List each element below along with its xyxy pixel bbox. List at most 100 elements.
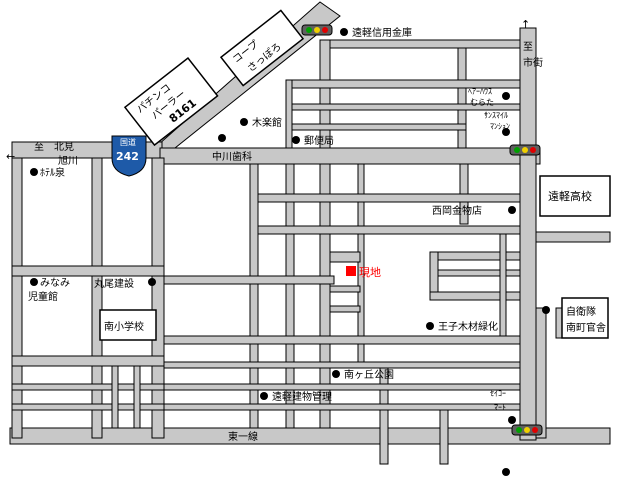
west-road-v5 — [111, 365, 119, 429]
culdesac-h2 — [429, 291, 521, 301]
route-shield-top-label: 国道 — [120, 137, 136, 147]
north-road-v3 — [285, 79, 293, 149]
traffic-signal-south — [511, 424, 543, 436]
center-road-h10 — [329, 305, 361, 313]
signal-lamp — [522, 147, 528, 153]
landmark-sunsmile-label-1: ｻﾝｽﾏｲﾙ — [484, 111, 508, 120]
west-label-1: 至 北見 — [34, 141, 74, 153]
signal-lamp — [306, 27, 312, 33]
landmark-nishioka-label: 西岡金物店 — [432, 204, 482, 217]
landmark-hair-house-label-2: むらた — [470, 98, 494, 107]
west-road-h1 — [11, 265, 165, 277]
center-road-v3 — [319, 163, 331, 429]
engaru-high-school-box: 遠軽高校 — [539, 175, 611, 217]
north-road-v1 — [319, 39, 331, 149]
landmark-shinkin: 遠軽信用金庫 — [340, 26, 412, 39]
landmark-maruo: 丸尾建設 — [94, 277, 156, 290]
north-direction: ↑ 至 市街 — [521, 18, 543, 69]
landmark-dot-icon — [426, 322, 434, 330]
center-road-h1 — [257, 193, 521, 203]
route-shield-icon — [111, 135, 147, 177]
landmark-dot-icon — [30, 168, 38, 176]
street-nakagawa: 中川歯科 — [212, 150, 252, 163]
landmark-shinkin-label: 遠軽信用金庫 — [352, 26, 412, 39]
center-road-h2 — [257, 225, 521, 235]
route-shield-242: 国道 242 — [111, 135, 147, 177]
west-road-c — [151, 157, 165, 439]
landmark-jieitai-dot — [542, 306, 550, 314]
landmark-seiko-label-1: ｾｲｺｰ — [490, 389, 506, 398]
landmark-maruo-label: 丸尾建設 — [94, 277, 134, 290]
landmark-dot-icon — [502, 468, 510, 476]
center-road-v2 — [285, 163, 295, 429]
north-arrow-icon: ↑ — [521, 18, 530, 31]
engaru-high-label: 遠軽高校 — [548, 189, 592, 203]
landmark-dot-icon — [30, 278, 38, 286]
landmark-minami-jidokan-label-2: 児童館 — [28, 290, 58, 303]
landmark-mokurakukan-label: 木楽館 — [252, 116, 282, 129]
landmark-post-office-label: 郵便局 — [304, 134, 334, 147]
signal-lamp — [532, 427, 538, 433]
landmark-nishioka: 西岡金物店 — [432, 204, 516, 217]
culdesac-stub — [437, 269, 521, 277]
landmark-minami-jidokan-label-1: みなみ — [40, 277, 70, 289]
center-road-h9 — [329, 285, 361, 293]
landmark-dot-icon — [508, 416, 516, 424]
landmark-dot-icon — [502, 128, 510, 136]
traffic-signal-east — [509, 144, 541, 156]
signal-lamp — [514, 147, 520, 153]
signal-lamp — [322, 27, 328, 33]
landmark-dot-icon — [148, 278, 156, 286]
signal-lamp — [524, 427, 530, 433]
signal-lamp — [516, 427, 522, 433]
pachinko-parlor-box: パチンコ パーラー 8161 — [123, 56, 219, 147]
minami-school-box: 南小学校 — [99, 309, 157, 341]
landmark-seiko-label-2: ﾏｰﾄ — [494, 403, 506, 412]
jieitai-label-1: 自衛隊 — [566, 305, 596, 318]
landmark-post-office: 郵便局 — [292, 134, 334, 147]
landmark-oji-label: 王子木材緑化 — [438, 320, 498, 333]
north-road-h1 — [329, 39, 521, 49]
center-road-v1 — [249, 163, 259, 429]
center-road-h4 — [163, 335, 521, 345]
center-road-h6 — [163, 383, 521, 391]
landmark-seiko: ｾｲｺｰ ﾏｰﾄ — [490, 389, 516, 424]
landmark-mokurakukan: 木楽館 — [240, 116, 282, 129]
west-road-h3 — [11, 383, 165, 391]
west-road-h4 — [11, 403, 165, 411]
signal-lamp — [530, 147, 536, 153]
west-arrow-icon: ← — [6, 150, 15, 163]
center-road-h8 — [329, 251, 361, 263]
landmark-dot-icon — [240, 118, 248, 126]
landmark-hotel-izumi-label: ﾎﾃﾙ泉 — [40, 166, 65, 179]
landmark-sunsmile-label-2: ﾏﾝｼｮﾝ — [490, 122, 510, 131]
landmark-engaru-tatemono-label: 遠軽建物管理 — [272, 390, 332, 403]
landmark-dot-icon — [542, 306, 550, 314]
west-road-a — [11, 157, 23, 439]
center-road-h3 — [163, 275, 335, 285]
road-network — [9, 1, 611, 465]
east-road-right — [535, 231, 611, 243]
west-label-2: 旭川 — [58, 155, 78, 167]
landmark-minami-jidokan: みなみ 児童館 — [28, 277, 70, 303]
current-location-label: 現地 — [359, 266, 381, 279]
west-road-b — [91, 157, 103, 439]
current-location: 現地 — [346, 266, 381, 279]
center-road-h5 — [163, 361, 521, 369]
landmark-hair-house-label-1: ﾍｱｰﾊｳｽ — [468, 87, 492, 96]
north-road-v2 — [457, 39, 467, 149]
street-higashi-ichi: 東一線 — [228, 430, 258, 443]
landmark-minamigaoka-label: 南ヶ丘公園 — [344, 368, 394, 381]
landmark-kuroko-dot — [218, 134, 226, 142]
center-road-v7 — [439, 407, 449, 465]
west-road-v6 — [133, 365, 141, 429]
center-road-h7 — [163, 403, 521, 411]
east-road-right-2 — [535, 307, 547, 439]
landmark-south-dot — [502, 468, 510, 476]
landmark-dot-icon — [332, 370, 340, 378]
east-main-road — [519, 27, 537, 441]
current-location-icon — [346, 266, 356, 276]
landmark-hotel-izumi: ﾎﾃﾙ泉 — [30, 166, 65, 179]
